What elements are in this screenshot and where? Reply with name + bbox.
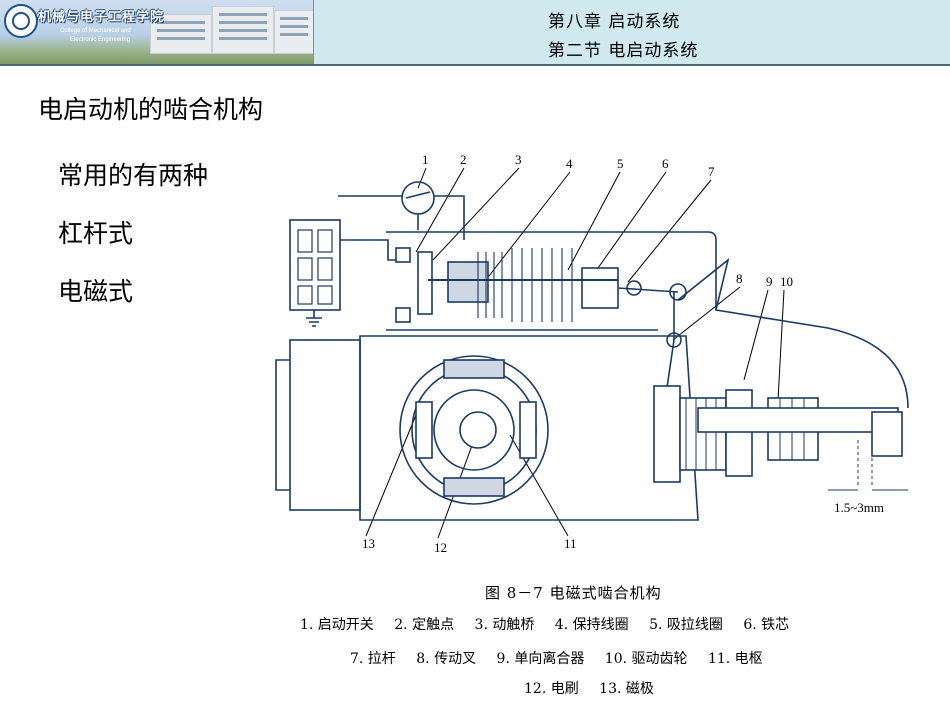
legend-item: 6. 铁芯 xyxy=(743,617,790,633)
callout-number: 7 xyxy=(708,164,715,179)
legend-item: 13. 磁极 xyxy=(599,681,654,697)
legend-row: 1. 启动开关 2. 定触点 3. 动触桥 4. 保持线圈 5. 吸拉线圈 6.… xyxy=(300,614,805,634)
callout-number: 3 xyxy=(515,152,522,167)
college-banner-image: 机械与电子工程学院 College of Mechanical and Elec… xyxy=(0,0,314,64)
legend-item: 12. 电刷 xyxy=(524,681,579,697)
header-banner: 机械与电子工程学院 College of Mechanical and Elec… xyxy=(0,0,950,66)
college-name-en: Electronic Engineering xyxy=(70,37,131,43)
meshing-mechanism-diagram: 1 2 3 4 5 6 7 8 9 10 11 12 13 1.5~3mm xyxy=(275,152,909,555)
callout-number: 8 xyxy=(736,271,743,286)
armature xyxy=(399,355,549,505)
callout-number: 9 xyxy=(766,274,773,289)
building-image xyxy=(274,10,313,54)
pull-coil xyxy=(511,248,573,322)
college-name-en: College of Mechanical and xyxy=(60,28,131,34)
chapter-title: 第八章 启动系统 xyxy=(548,12,681,32)
callout-number: 13 xyxy=(362,536,375,551)
bullet-item: 电磁式 xyxy=(58,277,134,306)
callout-number: 2 xyxy=(460,152,467,167)
solenoid-housing xyxy=(386,231,717,310)
legend-item: 5. 吸拉线圈 xyxy=(649,617,723,633)
slide-title: 电启动机的啮合机构 xyxy=(38,95,264,124)
callout-number: 4 xyxy=(566,156,573,171)
building-image xyxy=(212,6,274,54)
legend-item: 11. 电枢 xyxy=(707,651,763,667)
legend-item: 9. 单向离合器 xyxy=(496,651,585,667)
legend-item: 2. 定触点 xyxy=(394,617,455,633)
figure-caption: 图 8－7 电磁式啮合机构 xyxy=(485,584,662,602)
iron-core xyxy=(581,267,619,309)
callout-number: 1 xyxy=(422,152,429,167)
legend-item: 4. 保持线圈 xyxy=(554,617,629,633)
legend-row: 12. 电刷 13. 磁极 xyxy=(524,678,670,698)
building-image xyxy=(150,14,212,54)
legend-item: 1. 启动开关 xyxy=(300,617,374,633)
legend-item: 3. 动触桥 xyxy=(474,617,535,633)
callout-number: 6 xyxy=(662,156,669,171)
leader-lines xyxy=(365,167,785,539)
college-name-cn: 机械与电子工程学院 xyxy=(38,10,165,25)
motor-end-cap xyxy=(289,339,361,511)
legend-item: 7. 拉杆 xyxy=(350,651,396,667)
legend-row: 7. 拉杆 8. 传动叉 9. 单向离合器 10. 驱动齿轮 11. 电枢 xyxy=(350,648,779,668)
callout-number: 10 xyxy=(780,274,793,289)
callout-number: 11 xyxy=(564,536,577,551)
bullet-list: 常用的有两种 杠杆式 电磁式 xyxy=(58,156,208,330)
legend-item: 8. 传动叉 xyxy=(416,651,477,667)
bullet-item: 杠杆式 xyxy=(58,219,134,248)
hold-coil xyxy=(477,252,503,318)
contact-bridge xyxy=(417,251,433,315)
section-title: 第二节 电启动系统 xyxy=(548,41,699,61)
bullet-item: 常用的有两种 xyxy=(58,161,209,190)
legend-item: 10. 驱动齿轮 xyxy=(604,651,688,667)
college-seal-icon xyxy=(4,4,38,38)
dimension-label: 1.5~3mm xyxy=(834,500,884,515)
callout-number: 5 xyxy=(617,156,624,171)
callout-number: 12 xyxy=(434,540,447,555)
overrunning-clutch xyxy=(653,385,681,483)
